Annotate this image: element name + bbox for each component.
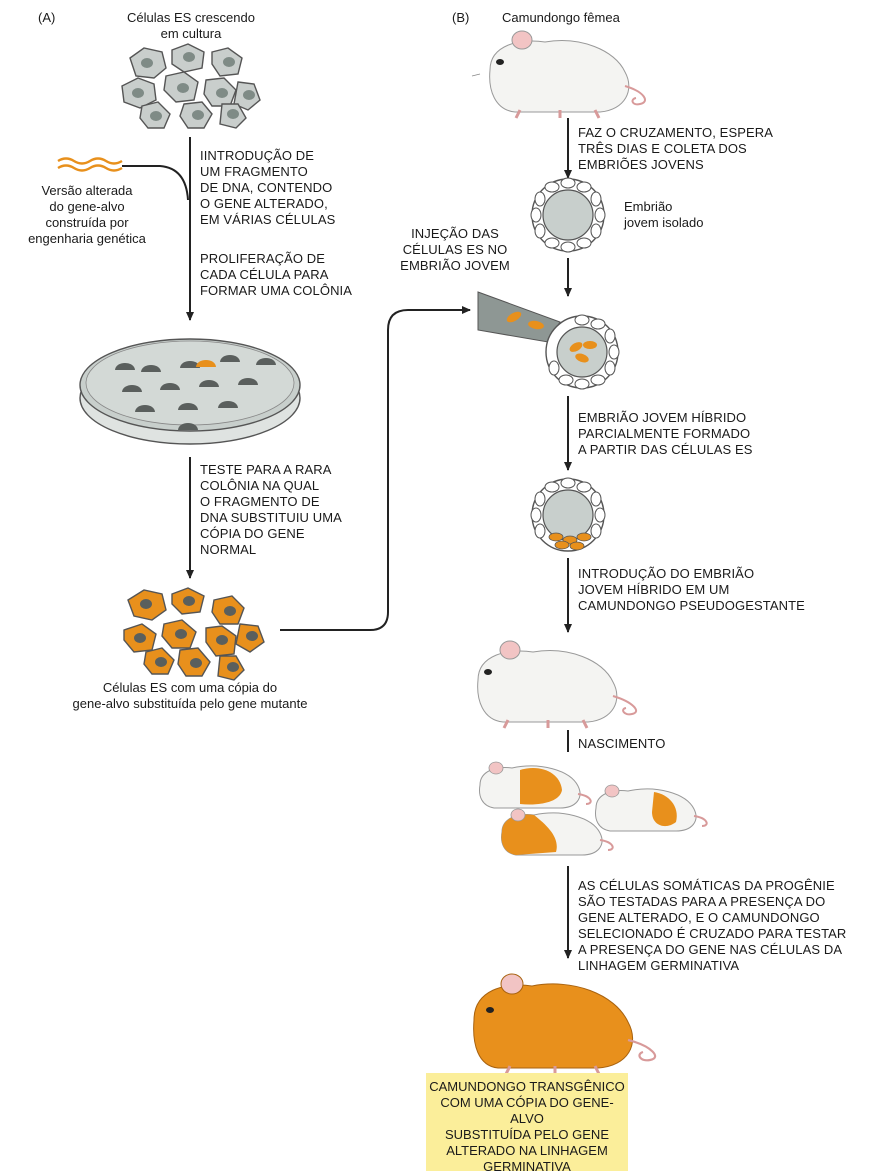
panel-b-title: Camundongo fêmea — [502, 10, 620, 26]
final-line3: SUBSTITUÍDA PELO GENE — [426, 1127, 628, 1143]
panel-b-step1: FAZ O CRUZAMENTO, ESPERA TRÊS DIAS E COL… — [578, 125, 773, 173]
a-step3-line3: O FRAGMENTO DE — [200, 494, 342, 510]
altered-gene-line2: do gene-alvo — [3, 199, 171, 215]
embryo-line2: jovem isolado — [624, 215, 704, 231]
altered-gene-line3: construída por — [3, 215, 171, 231]
injection-caption: INJEÇÃO DAS CÉLULAS ES NO EMBRIÃO JOVEM — [390, 226, 520, 274]
embryo-hybrid — [531, 478, 605, 551]
embryo-line1: Embrião — [624, 199, 704, 215]
injection-line2: CÉLULAS ES NO — [390, 242, 520, 258]
injection-line1: INJEÇÃO DAS — [390, 226, 520, 242]
b-step1-line3: EMBRIÕES JOVENS — [578, 157, 773, 173]
b-step2-line2: PARCIALMENTE FORMADO — [578, 426, 753, 442]
a-step1-line4: O GENE ALTERADO, — [200, 196, 335, 212]
petri-dish — [80, 339, 300, 444]
progeny-mice-icon — [480, 762, 707, 855]
embryo-injected — [546, 315, 619, 389]
b-step2-line1: EMBRIÃO JOVEM HÍBRIDO — [578, 410, 753, 426]
b-step4-line4: SELECIONADO É CRUZADO PARA TESTAR — [578, 926, 846, 942]
altered-gene-line4: engenharia genética — [3, 231, 171, 247]
es-cells-gray-cluster — [122, 44, 260, 128]
b-step3-line3: CAMUNDONGO PSEUDOGESTANTE — [578, 598, 805, 614]
female-mouse-icon — [472, 31, 645, 118]
injection-line3: EMBRIÃO JOVEM — [390, 258, 520, 274]
a-step2-line3: FORMAR UMA COLÔNIA — [200, 283, 352, 299]
a-step3-line6: NORMAL — [200, 542, 342, 558]
altered-gene-caption: Versão alterada do gene-alvo construída … — [3, 183, 171, 247]
panel-a-title-line2: em cultura — [118, 26, 264, 42]
panel-b-step4: AS CÉLULAS SOMÁTICAS DA PROGÊNIE SÃO TES… — [578, 878, 846, 974]
b-step1-line1: FAZ O CRUZAMENTO, ESPERA — [578, 125, 773, 141]
final-line4: ALTERADO NA LINHAGEM — [426, 1143, 628, 1159]
b-step4-line5: A PRESENÇA DO GENE NAS CÉLULAS DA — [578, 942, 846, 958]
b-step2-line3: A PARTIR DAS CÉLULAS ES — [578, 442, 753, 458]
b-step4-line6: LINHAGEM GERMINATIVA — [578, 958, 846, 974]
altered-gene-line1: Versão alterada — [3, 183, 171, 199]
panel-a-result-caption: Células ES com uma cópia do gene-alvo su… — [40, 680, 340, 712]
panel-b-step2: EMBRIÃO JOVEM HÍBRIDO PARCIALMENTE FORMA… — [578, 410, 753, 458]
a-step1-line5: EM VÁRIAS CÉLULAS — [200, 212, 335, 228]
embryo-isolated — [531, 178, 605, 252]
b-step1-line2: TRÊS DIAS E COLETA DOS — [578, 141, 773, 157]
panel-b-step3: INTRODUÇÃO DO EMBRIÃO JOVEM HÍBRIDO EM U… — [578, 566, 805, 614]
a-step3-line5: CÓPIA DO GENE — [200, 526, 342, 542]
a-result-line1: Células ES com uma cópia do — [40, 680, 340, 696]
dna-fragment-icon — [58, 159, 122, 171]
a-step2-line1: PROLIFERAÇÃO DE — [200, 251, 352, 267]
b-step4-line2: SÃO TESTADAS PARA A PRESENÇA DO — [578, 894, 846, 910]
b-step4-line1: AS CÉLULAS SOMÁTICAS DA PROGÊNIE — [578, 878, 846, 894]
final-line5: GERMINATIVA — [426, 1159, 628, 1175]
pseudopregnant-mouse-icon — [478, 641, 636, 728]
a-step1-line2: UM FRAGMENTO — [200, 164, 335, 180]
embryo-caption: Embrião jovem isolado — [624, 199, 704, 231]
final-line2: COM UMA CÓPIA DO GENE-ALVO — [426, 1095, 628, 1127]
injection-pipette-icon — [478, 292, 560, 342]
a-step2-line2: CADA CÉLULA PARA — [200, 267, 352, 283]
a-step3-line2: COLÔNIA NA QUAL — [200, 478, 342, 494]
a-step3-line1: TESTE PARA A RARA — [200, 462, 342, 478]
panel-b-label: (B) — [452, 10, 469, 26]
panel-a-step3: TESTE PARA A RARA COLÔNIA NA QUAL O FRAG… — [200, 462, 342, 558]
transgenic-mouse-icon — [474, 974, 655, 1074]
b-step3-line2: JOVEM HÍBRIDO EM UM — [578, 582, 805, 598]
panel-a-step1: IINTRODUÇÃO DE UM FRAGMENTO DE DNA, CONT… — [200, 148, 335, 228]
a-step1-line3: DE DNA, CONTENDO — [200, 180, 335, 196]
a-step3-line4: DNA SUBSTITUIU UMA — [200, 510, 342, 526]
panel-a-step2: PROLIFERAÇÃO DE CADA CÉLULA PARA FORMAR … — [200, 251, 352, 299]
panel-a-title: Células ES crescendo em cultura — [118, 10, 264, 42]
b-step4-line3: GENE ALTERADO, E O CAMUNDONGO — [578, 910, 846, 926]
birth-label: NASCIMENTO — [578, 736, 665, 752]
panel-a-label: (A) — [38, 10, 55, 26]
a-step1-line1: IINTRODUÇÃO DE — [200, 148, 335, 164]
b-step3-line1: INTRODUÇÃO DO EMBRIÃO — [578, 566, 805, 582]
final-line1: CAMUNDONGO TRANSGÊNICO — [426, 1079, 628, 1095]
a-result-line2: gene-alvo substituída pelo gene mutante — [40, 696, 340, 712]
transgenic-result-box: CAMUNDONGO TRANSGÊNICO COM UMA CÓPIA DO … — [426, 1073, 628, 1171]
panel-a-title-line1: Células ES crescendo — [118, 10, 264, 26]
es-cells-orange-cluster — [124, 588, 264, 680]
